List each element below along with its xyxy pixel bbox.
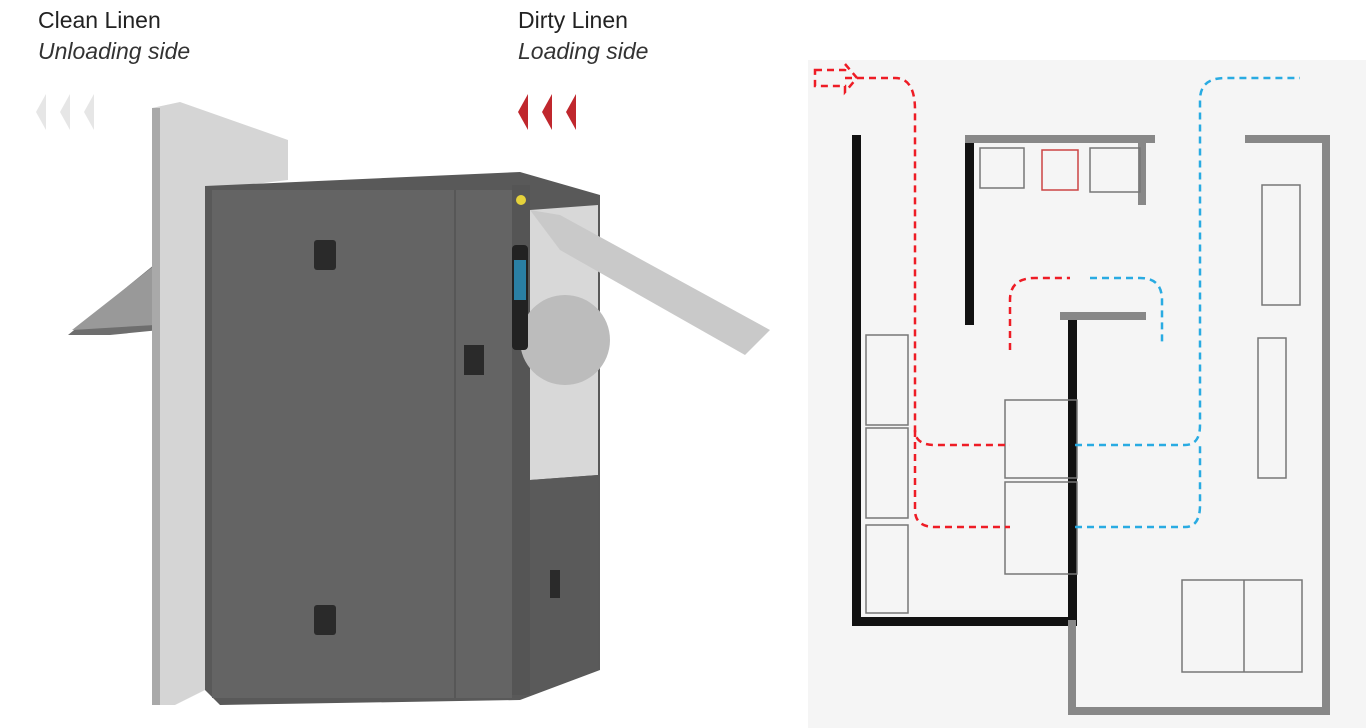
clean-linen-label: Clean Linen Unloading side [38,5,190,67]
dirty-linen-flow [813,60,1070,529]
fixtures [865,147,1303,673]
dirty-linen-title: Dirty Linen [518,7,628,33]
dirty-side-chevrons-icon [518,94,576,130]
barrier-washer-machine [68,102,770,705]
dirty-linen-subtitle: Loading side [518,38,649,64]
clean-linen-subtitle: Unloading side [38,38,191,64]
clean-linen-title: Clean Linen [38,7,161,33]
floor-plan [808,60,1366,728]
clean-side-chevrons-icon [36,94,94,130]
clean-linen-flow [1075,76,1300,529]
dirty-linen-label: Dirty Linen Loading side [518,5,648,67]
